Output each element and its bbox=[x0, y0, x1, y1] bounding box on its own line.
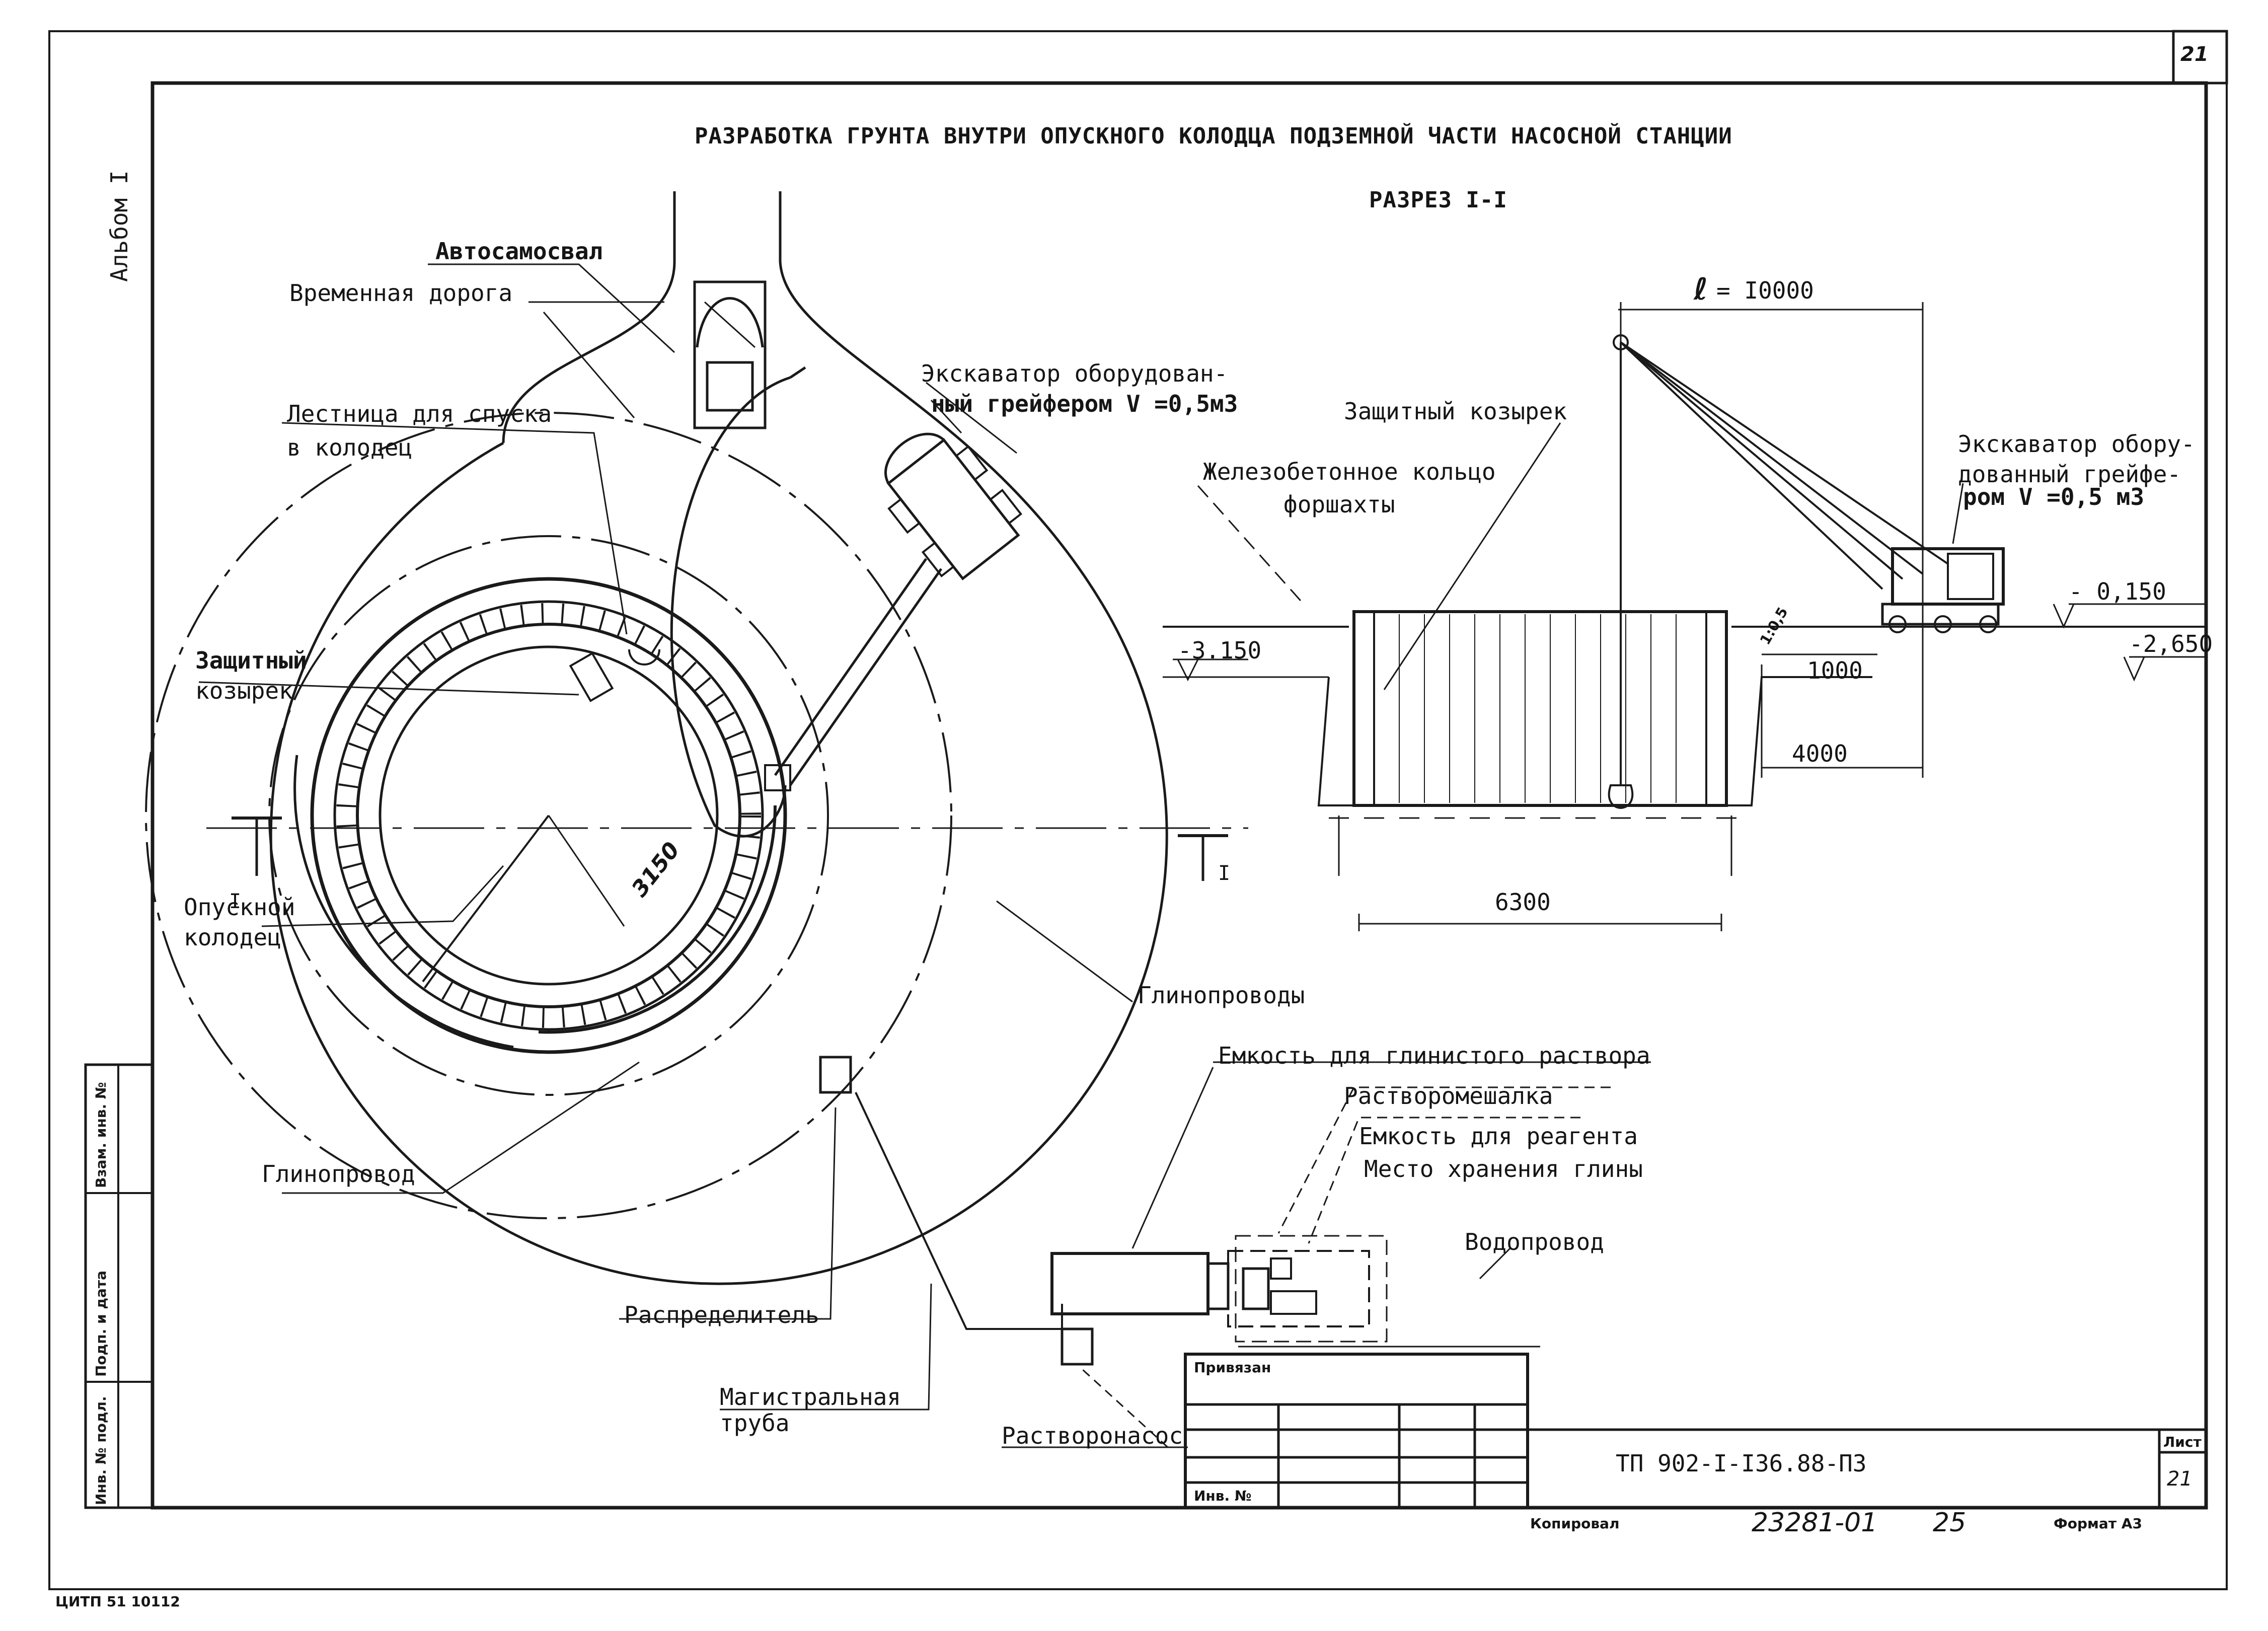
tb-copied: Копировал bbox=[1530, 1515, 1620, 1532]
label-section-excavator-3: ром V =0,5 м3 bbox=[1963, 483, 2145, 510]
label-elev-3: -3.150 bbox=[1178, 637, 1262, 664]
label-plan-excavator-1: Экскаватор оборудован- bbox=[921, 360, 1228, 387]
label-temp-road: Временная дорога bbox=[289, 279, 513, 307]
section-title: РАЗРЕЗ I-I bbox=[1369, 187, 1507, 213]
label-water-pipe: Водопровод bbox=[1465, 1228, 1604, 1255]
stamp-inv-orig: Инв. № подл. bbox=[93, 1396, 109, 1505]
tb-doc-code: ТП 902-I-I36.88-ПЗ bbox=[1616, 1450, 1867, 1477]
title-block bbox=[1184, 1353, 2206, 1509]
label-section-shield: Защитный козырек bbox=[1344, 398, 1567, 425]
label-ring-1: Железобетонное кольцо bbox=[1203, 458, 1496, 485]
label-shield-2: козырек bbox=[195, 677, 293, 704]
label-main-pipe-1: Магистральная bbox=[720, 1383, 901, 1411]
plan-view bbox=[145, 191, 1248, 1411]
label-ladder-2: в колодец bbox=[287, 434, 413, 461]
tb-sheet-label: Лист bbox=[2163, 1434, 2202, 1450]
label-elev-2: -2,650 bbox=[2129, 630, 2213, 657]
page-corner-number: 21 bbox=[2180, 43, 2209, 66]
outer-frame bbox=[48, 30, 2228, 1590]
album-label: Альбом I bbox=[106, 170, 133, 282]
label-mortar-pump: Растворонасос bbox=[1002, 1422, 1183, 1449]
label-caisson-1: Опускной bbox=[184, 894, 295, 921]
section-view bbox=[1163, 302, 2205, 931]
label-reach: = I0000 bbox=[1716, 277, 1814, 304]
tb-format: Формат А3 bbox=[2054, 1515, 2142, 1532]
label-caisson-2: колодец bbox=[184, 924, 281, 951]
label-dim-6300: 6300 bbox=[1495, 888, 1551, 916]
tb-inv-no: Инв. № bbox=[1194, 1488, 1252, 1504]
inner-frame bbox=[150, 81, 2208, 1510]
dump-truck-shape bbox=[693, 280, 767, 429]
label-elev-1: - 0,150 bbox=[2069, 578, 2166, 605]
page-number-box bbox=[2172, 30, 2228, 85]
tb-sheet-no: 21 bbox=[2167, 1467, 2193, 1491]
label-distributor: Распределитель bbox=[624, 1301, 819, 1328]
label-section-excavator-1: Экскаватор обору- bbox=[1958, 430, 2195, 458]
label-dim-1000: 1000 bbox=[1807, 657, 1863, 684]
stamp-replace-inv: Взам. инв. № bbox=[93, 1082, 109, 1188]
label-ring-2: форшахты bbox=[1283, 491, 1395, 518]
label-dump-truck: Автосамосвал bbox=[435, 238, 603, 265]
mortar-plant bbox=[1002, 1061, 1651, 1448]
label-section-excavator-2: дованный грейфе- bbox=[1958, 461, 2181, 488]
label-clay-pipe: Глинопровод bbox=[262, 1160, 415, 1188]
label-main-pipe-2: труба bbox=[720, 1410, 790, 1437]
label-mixer: Растворомешалка bbox=[1344, 1082, 1553, 1109]
label-clay-tank: Емкость для глинистого раствора bbox=[1218, 1042, 1650, 1069]
label-dim-4000: 4000 bbox=[1792, 740, 1848, 767]
label-reagent-tank: Емкость для реагента bbox=[1359, 1123, 1638, 1150]
label-shield-1: Защитный bbox=[195, 647, 307, 674]
label-reach-symbol: ℓ bbox=[1694, 272, 1708, 307]
section-mark-right: I bbox=[1218, 862, 1231, 885]
stamp-sign-date: Подп. и дата bbox=[93, 1270, 109, 1377]
section-mark-left: I bbox=[229, 890, 242, 913]
label-plan-excavator-2: ный грейфером V =0,5м3 bbox=[931, 390, 1238, 417]
tb-bound: Привязан bbox=[1194, 1359, 1271, 1376]
footer-code: ЦИТП 51 10112 bbox=[55, 1593, 180, 1610]
tb-order-sheet: 25 bbox=[1933, 1508, 1967, 1538]
label-clay-pipes: Глинопроводы bbox=[1138, 982, 1305, 1009]
drawing-title: РАЗРАБОТКА ГРУНТА ВНУТРИ ОПУСКНОГО КОЛОД… bbox=[695, 123, 1732, 149]
label-ladder-1: Лестница для спуска bbox=[287, 400, 552, 427]
tb-order: 23281-01 bbox=[1752, 1508, 1878, 1538]
label-clay-storage: Место хранения глины bbox=[1364, 1155, 1643, 1182]
